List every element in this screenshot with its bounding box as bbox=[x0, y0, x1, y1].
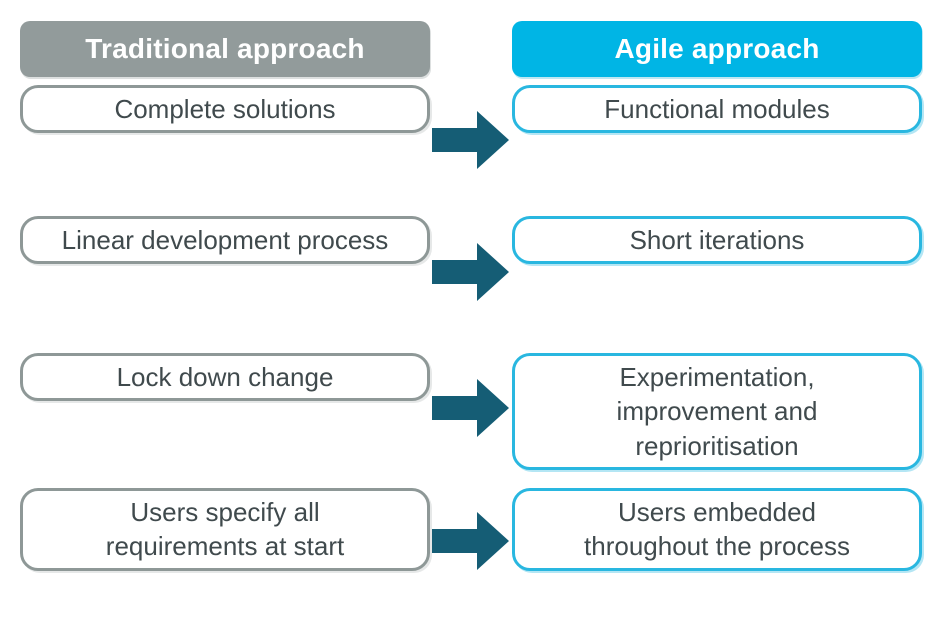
comparison-row-1: Complete solutions Functional modules bbox=[20, 85, 922, 194]
agile-box-functional-modules: Functional modules bbox=[512, 85, 922, 134]
comparison-row-4: Users specify all requirements at start … bbox=[20, 488, 922, 593]
header-row: Traditional approach Agile approach bbox=[20, 21, 922, 77]
agile-approach-header: Agile approach bbox=[512, 21, 922, 77]
right-block-arrow-icon bbox=[432, 511, 509, 570]
traditional-approach-header: Traditional approach bbox=[20, 21, 430, 77]
right-block-arrow-icon bbox=[432, 379, 509, 437]
agile-box-short-iterations: Short iterations bbox=[512, 216, 922, 265]
traditional-box-complete-solutions: Complete solutions bbox=[20, 85, 430, 134]
header-gap bbox=[430, 21, 512, 77]
comparison-row-2: Linear development process Short iterati… bbox=[20, 216, 922, 328]
right-block-arrow-icon bbox=[432, 110, 509, 169]
agile-box-experimentation: Experimentation, improvement and reprior… bbox=[512, 353, 922, 470]
right-block-arrow-icon bbox=[432, 243, 509, 301]
traditional-box-lock-down-change: Lock down change bbox=[20, 353, 430, 402]
traditional-box-users-specify-requirements: Users specify all requirements at start bbox=[20, 488, 430, 571]
comparison-row-3: Lock down change Experimentation, improv… bbox=[20, 353, 922, 470]
agile-box-users-embedded: Users embedded throughout the process bbox=[512, 488, 922, 571]
traditional-box-linear-development: Linear development process bbox=[20, 216, 430, 265]
